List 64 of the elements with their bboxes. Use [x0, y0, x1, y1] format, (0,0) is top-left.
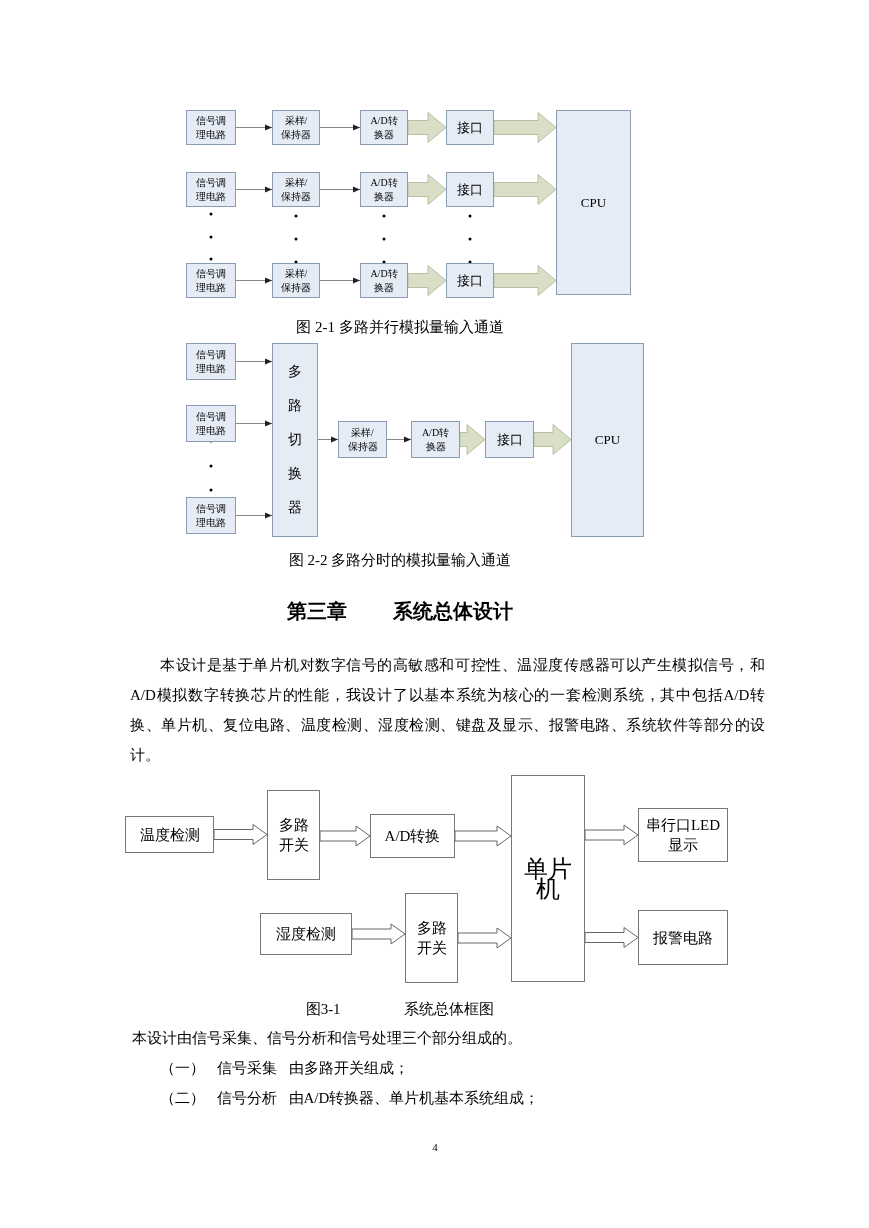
block-box: A/D转换 — [370, 814, 455, 858]
page-number: 4 — [431, 1140, 439, 1155]
block-box: 接口 — [485, 421, 534, 458]
block-box: 采样/保持器 — [338, 421, 387, 458]
arrow — [235, 358, 273, 365]
block-box: 湿度检测 — [260, 913, 352, 955]
block-arrow — [493, 174, 557, 205]
block-box: 接口 — [446, 110, 494, 145]
block-box: 多路开关 — [267, 790, 320, 880]
block-box: 信号调理电路 — [186, 110, 236, 145]
block-box: 采样/保持器 — [272, 172, 320, 207]
list-item: （二） 信号分析 由A/D转换器、单片机基本系统组成； — [160, 1089, 541, 1108]
block-arrow — [459, 424, 486, 455]
block-box: 多路开关 — [405, 893, 458, 983]
block-box: 信号调理电路 — [186, 172, 236, 207]
block-box: 信号调理电路 — [186, 405, 236, 442]
block-box: 信号调理电路 — [186, 263, 236, 298]
block-arrow — [533, 424, 572, 455]
arrow — [319, 186, 361, 193]
hollow-arrow — [454, 825, 512, 847]
block-box: 多路切换器 — [272, 343, 318, 537]
block-box: 信号调理电路 — [186, 343, 236, 380]
arrow — [319, 277, 361, 284]
block-box: A/D转换器 — [360, 172, 408, 207]
block-box: 采样/保持器 — [272, 263, 320, 298]
block-box: A/D转换器 — [411, 421, 460, 458]
hollow-arrow — [213, 824, 268, 845]
arrow — [317, 436, 339, 443]
figure-caption: 图 2-1 多路并行模拟量输入通道 — [295, 318, 505, 337]
block-box: 单片机 — [511, 775, 585, 982]
hollow-arrow — [457, 927, 512, 949]
arrow — [235, 186, 273, 193]
list-item: （一） 信号采集 由多路开关组成； — [160, 1059, 410, 1078]
block-box: 温度检测 — [125, 816, 214, 853]
paragraph: 本设计是基于单片机对数字信号的高敏感和可控性、温湿度传感器可以产生模拟信号，和A/D模拟数字转换芯片的性能，我设计了以基本系统为核心的一套检测系统，其中包括A/D转换、单片机、复位电路、温度检测、湿度检测、键盘及显示、报警电路、系统软件等部分的设计。 — [130, 656, 765, 765]
block-box: CPU — [571, 343, 644, 537]
arrow — [235, 420, 273, 427]
chapter-heading: 第三章 系统总体设计 — [285, 598, 515, 625]
arrow — [235, 124, 273, 131]
block-box: CPU — [556, 110, 631, 295]
arrow — [386, 436, 412, 443]
block-arrow — [407, 265, 447, 296]
hollow-arrow — [584, 824, 639, 846]
block-box: A/D转换器 — [360, 263, 408, 298]
arrow — [235, 277, 273, 284]
block-arrow — [407, 112, 447, 143]
arrow — [319, 124, 361, 131]
block-box: 串行口LED显示 — [638, 808, 728, 862]
block-box: A/D转换器 — [360, 110, 408, 145]
figure-caption: 图3-1 系统总体框图 — [304, 1000, 496, 1019]
arrow — [235, 512, 273, 519]
block-arrow — [493, 265, 557, 296]
block-box: 采样/保持器 — [272, 110, 320, 145]
figure-caption: 图 2-2 多路分时的模拟量输入通道 — [287, 551, 513, 570]
hollow-arrow — [351, 923, 406, 945]
block-box: 接口 — [446, 172, 494, 207]
block-box: 接口 — [446, 263, 494, 298]
block-arrow — [407, 174, 447, 205]
block-arrow — [493, 112, 557, 143]
block-box: 信号调理电路 — [186, 497, 236, 534]
paragraph: 本设计由信号采集、信号分析和信号处理三个部分组成的。 — [132, 1029, 523, 1048]
block-box: 报警电路 — [638, 910, 728, 965]
hollow-arrow — [584, 927, 639, 948]
hollow-arrow — [319, 825, 371, 847]
